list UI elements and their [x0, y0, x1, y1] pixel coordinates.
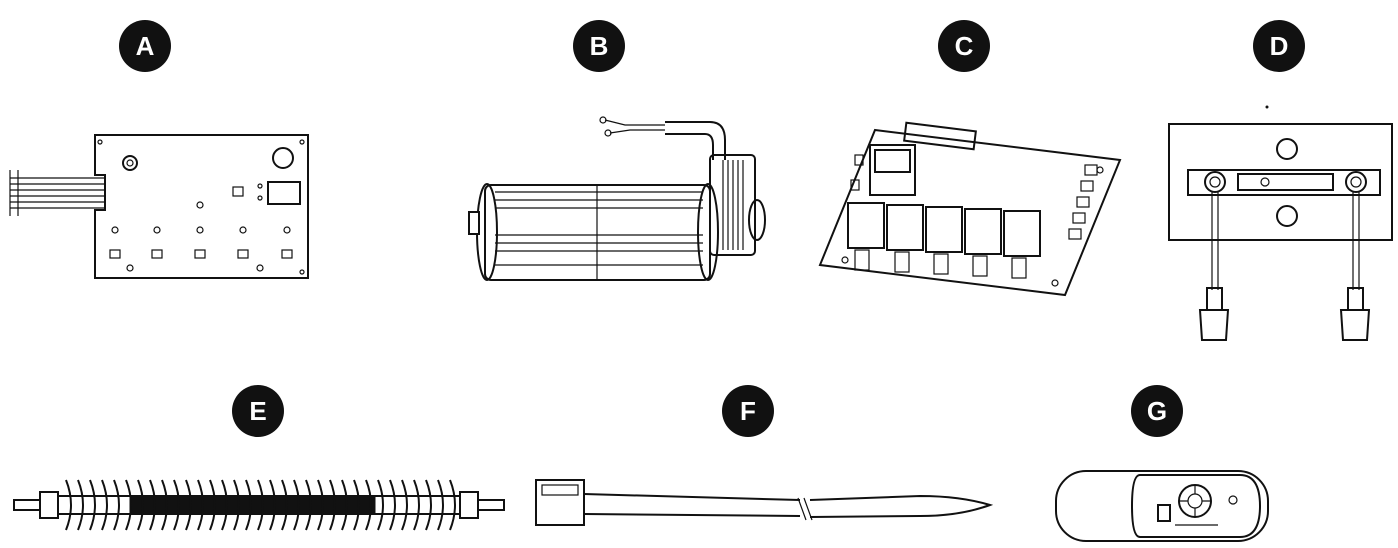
label-f-badge: F — [722, 385, 774, 437]
label-a-badge: A — [119, 20, 171, 72]
label-b-badge: B — [573, 20, 625, 72]
part-d-thermal-switch-illustration — [1168, 105, 1393, 341]
label-c-badge: C — [938, 20, 990, 72]
part-b-blower-fan-illustration — [468, 116, 766, 281]
label-e-badge: E — [232, 385, 284, 437]
part-e-heating-element-illustration — [13, 479, 505, 531]
label-g-badge: G — [1131, 385, 1183, 437]
part-f-temperature-probe-illustration — [535, 479, 994, 526]
part-g-remote-control-illustration — [1055, 470, 1269, 542]
part-a-control-board-illustration — [9, 134, 309, 279]
part-c-relay-board-illustration — [818, 121, 1122, 297]
label-d-badge: D — [1253, 20, 1305, 72]
